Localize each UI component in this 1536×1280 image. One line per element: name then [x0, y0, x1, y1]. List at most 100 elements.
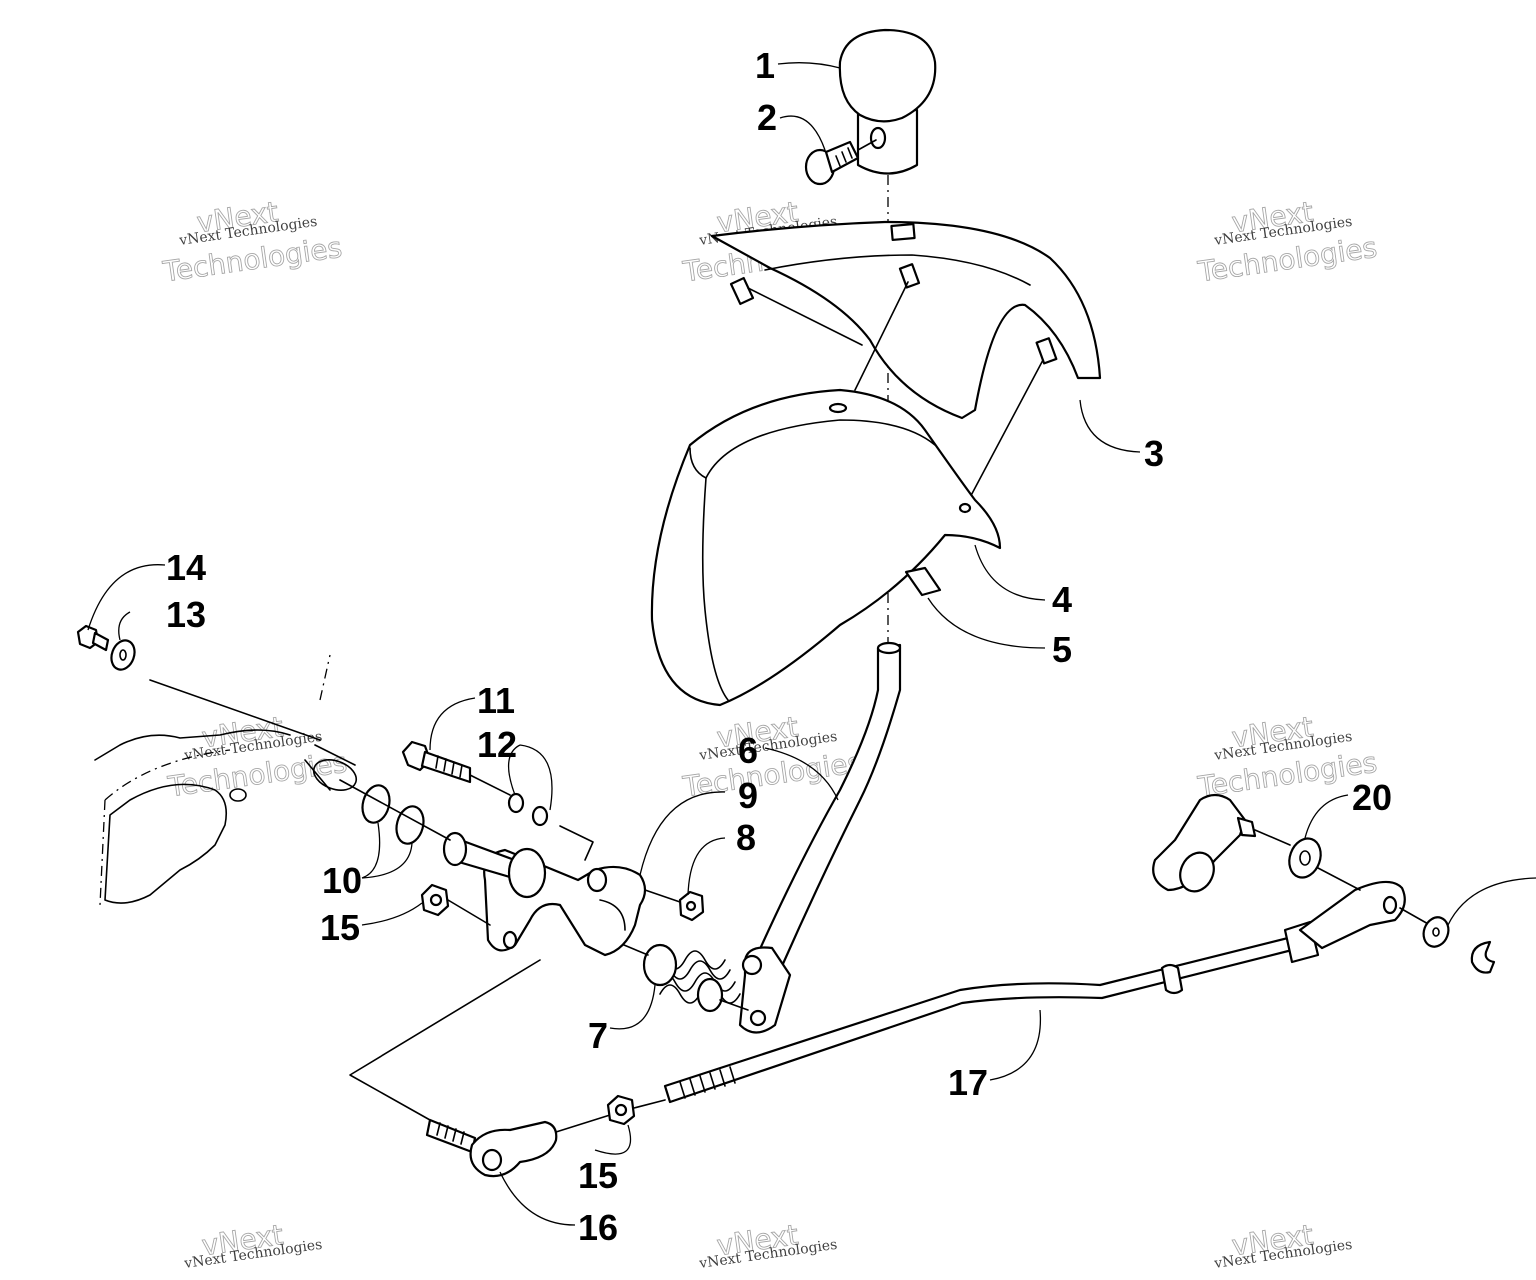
frame-tube — [304, 744, 356, 791]
knob-head — [838, 28, 937, 123]
callout-15-lower: 15 — [578, 1155, 618, 1196]
watermark-bottom-center: vNext vNext Technologies — [697, 1218, 838, 1272]
upper-cover-align-line — [957, 359, 1044, 521]
nut-hole — [685, 900, 697, 912]
lever-rod — [753, 643, 902, 968]
leader-15-upper — [361, 902, 423, 926]
frame-hidden-lines — [99, 654, 331, 906]
leader-10 — [361, 822, 413, 879]
pivot-bolt — [401, 740, 511, 796]
bushing-body — [904, 566, 942, 597]
lower-cover-hole — [958, 502, 972, 514]
lever-top-end — [876, 641, 902, 655]
nut-align-line — [644, 889, 681, 903]
callout-4: 4 — [1052, 579, 1072, 620]
shift-lever — [738, 641, 902, 1034]
callout-labels: 1 2 3 4 5 6 7 8 9 10 11 12 13 14 15 15 1… — [166, 45, 1392, 1248]
transmission-arm — [1152, 793, 1291, 893]
frame-bolt-line — [149, 679, 321, 741]
spring-end — [696, 977, 724, 1013]
leader-9 — [639, 791, 726, 876]
upper-cover-align-line — [854, 281, 909, 391]
washer-right — [1422, 916, 1450, 948]
leader-5 — [927, 597, 1046, 649]
callout-3: 3 — [1144, 433, 1164, 474]
leader-14 — [87, 564, 166, 631]
e-clip — [1470, 940, 1496, 974]
lock-nut-8 — [644, 889, 705, 922]
ball-joint-eye — [481, 1148, 503, 1172]
lower-cover-front-edge — [701, 477, 729, 701]
bolt-threads — [435, 755, 463, 778]
shaft-end — [442, 831, 468, 867]
knob-stem — [856, 108, 919, 175]
washer-20 — [1288, 837, 1361, 891]
o-ring — [395, 805, 425, 845]
callout-5: 5 — [1052, 629, 1072, 670]
callout-16: 16 — [578, 1207, 618, 1248]
shift-rod — [663, 880, 1431, 1104]
washer — [531, 805, 549, 827]
screw-thread-lines — [835, 147, 853, 167]
upper-cover-slot — [890, 222, 916, 242]
nut-hole — [429, 893, 443, 907]
washer-hole — [1299, 850, 1311, 866]
leader-6 — [764, 747, 839, 801]
leader-11 — [429, 697, 476, 751]
ball-joint-body — [469, 1120, 558, 1178]
screw-leader — [857, 139, 877, 151]
washer-align-line — [559, 825, 594, 861]
callout-12: 12 — [477, 724, 517, 765]
bolt-shank — [420, 750, 472, 784]
shift-rod-end-plate — [1298, 880, 1406, 950]
ball-joint-threads — [436, 1122, 465, 1145]
knob-screw — [804, 139, 877, 186]
lower-cover-hole — [828, 402, 848, 414]
bolt-align-line — [469, 774, 511, 796]
callout-6: 6 — [738, 730, 758, 771]
ball-joint-stud — [425, 1118, 477, 1154]
lever-bottom-hole — [749, 1009, 767, 1027]
callout-14: 14 — [166, 547, 206, 588]
washer — [1288, 837, 1322, 879]
shift-shaft — [442, 831, 547, 899]
shift-rod-threads — [679, 1066, 736, 1099]
screw-thread — [824, 140, 860, 174]
leader-1 — [777, 62, 841, 69]
nut-hole — [614, 1103, 628, 1117]
lock-nut-15-upper — [420, 883, 491, 926]
frame-bracket — [94, 654, 358, 906]
spring-align-line — [719, 999, 749, 1011]
leader-7 — [609, 984, 656, 1030]
washer — [1422, 916, 1450, 948]
e-clip-body — [1470, 940, 1496, 974]
frame-plate — [104, 783, 228, 904]
leader-4 — [974, 544, 1046, 601]
callout-11: 11 — [477, 680, 515, 721]
watermark-bottom-left: vNext vNext Technologies — [182, 1218, 323, 1272]
ball-joint-leader-path — [349, 959, 541, 1121]
washer — [507, 792, 525, 814]
spring-coils — [644, 950, 741, 1004]
leader-8 — [687, 837, 726, 896]
leader-17 — [989, 1009, 1042, 1081]
arm-stud — [1236, 816, 1257, 838]
callout-20: 20 — [1352, 777, 1392, 818]
frame-top-edge — [94, 729, 291, 761]
upper-cover-edge — [764, 254, 1031, 286]
shift-rod-clip — [1160, 963, 1184, 995]
spring-end — [642, 943, 678, 987]
leader-offpage — [1447, 877, 1536, 926]
callout-9: 9 — [738, 775, 758, 816]
knob-screw-hole — [869, 126, 887, 150]
upper-cover-tab — [1035, 337, 1058, 365]
frame-hole — [229, 788, 247, 802]
leader-16-15-lower — [594, 1124, 632, 1155]
shift-rod-end-hole — [1382, 895, 1398, 915]
washer-align-line — [1317, 867, 1361, 891]
shift-arm-bend — [599, 899, 626, 931]
nut-align-line — [633, 1099, 666, 1109]
shift-arm-hole — [586, 867, 608, 893]
o-ring — [361, 784, 391, 824]
